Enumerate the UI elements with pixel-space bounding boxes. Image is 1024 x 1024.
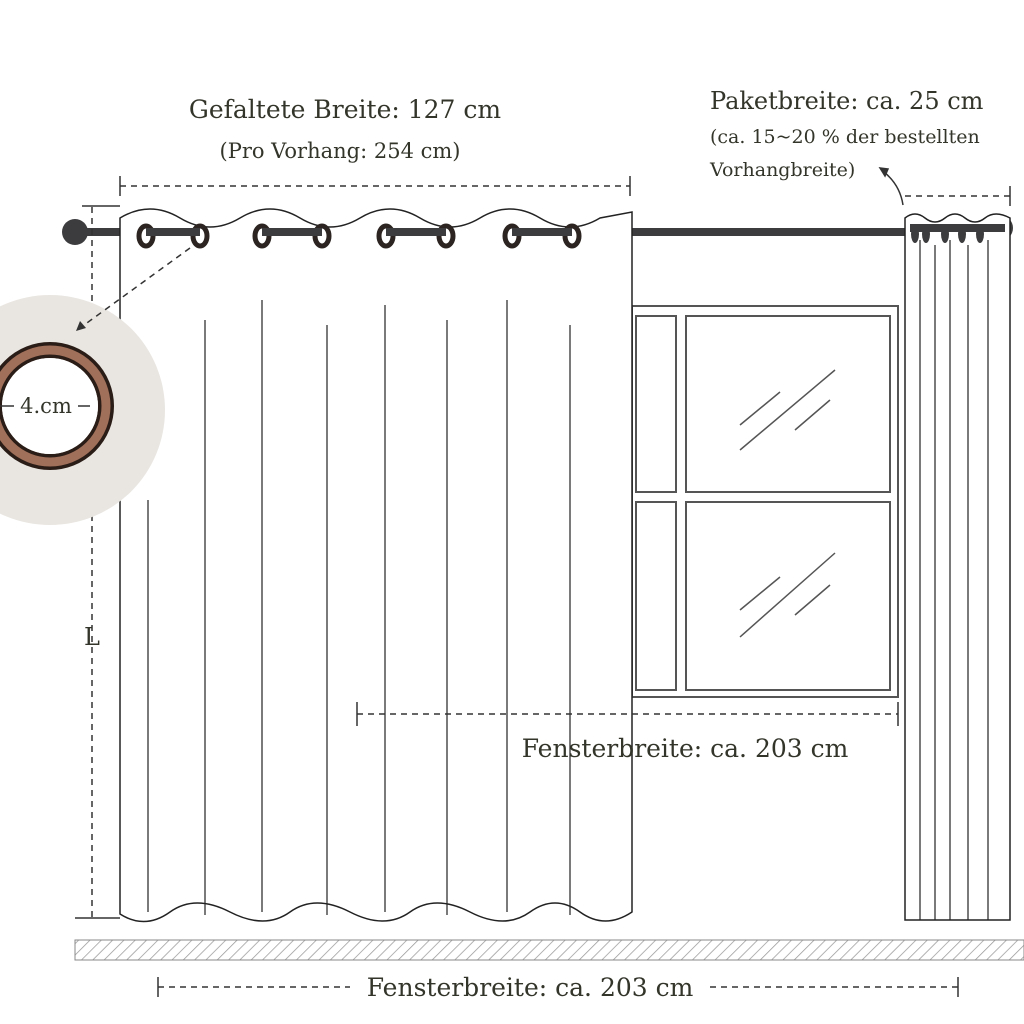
length-label: L <box>84 623 100 651</box>
bundled-curtain <box>904 213 1011 921</box>
package-note-line1: (ca. 15~20 % der bestellten <box>710 126 980 148</box>
floor <box>74 939 1024 961</box>
grommet-size-label: 4.cm <box>20 394 72 418</box>
grommet-detail-magnifier <box>0 247 191 525</box>
dimension-lines <box>75 167 1011 997</box>
package-note-line2: Vorhangbreite) <box>709 159 855 181</box>
window-width-bottom-label: Fensterbreite: ca. 203 cm <box>367 973 694 1002</box>
per-curtain-label: (Pro Vorhang: 254 cm) <box>220 139 461 163</box>
left-finial <box>62 219 88 245</box>
window-width-label: Fensterbreite: ca. 203 cm <box>522 734 849 763</box>
folded-width-label: Gefaltete Breite: 127 cm <box>189 95 502 124</box>
main-curtain <box>119 208 633 923</box>
package-width-label: Paketbreite: ca. 25 cm <box>710 87 984 115</box>
window <box>631 305 899 698</box>
glass-reflection-icon <box>739 369 836 638</box>
arrow-icon <box>76 321 86 331</box>
